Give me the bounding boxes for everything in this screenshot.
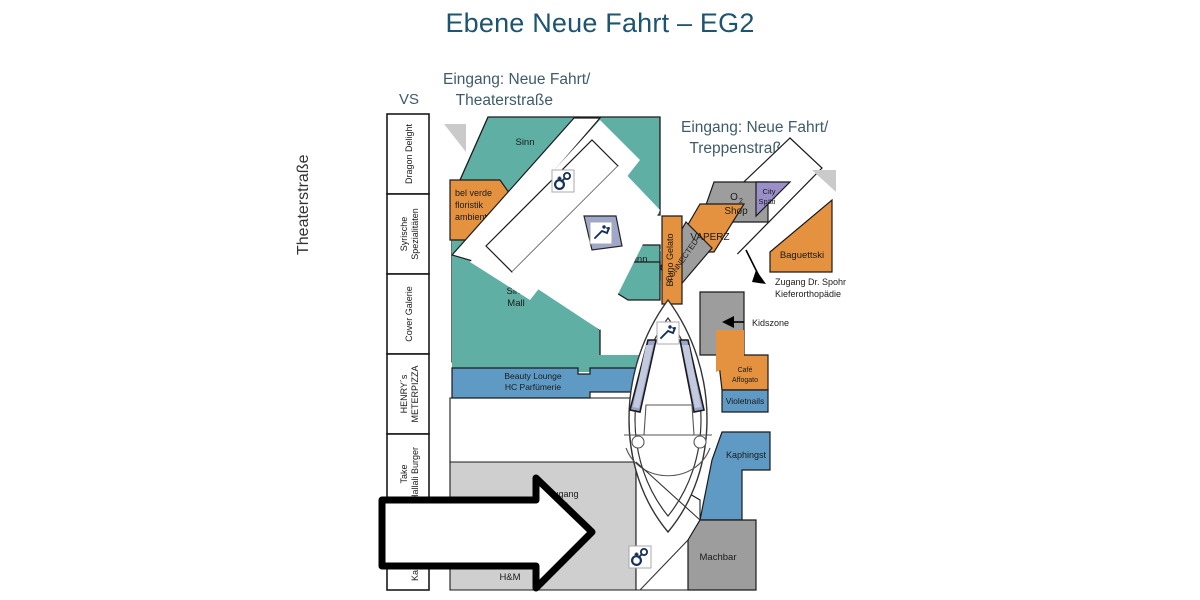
unit-label-beauty-1: Beauty Lounge	[504, 371, 561, 381]
entrance-marker-right	[812, 170, 836, 192]
atrium-column-left	[631, 435, 645, 449]
icon-escalator-upper-group[interactable]	[583, 215, 623, 251]
unit-beauty-lounge-group: Beauty Lounge HC Parfümerie	[451, 367, 637, 399]
escalator-highlight-left	[633, 345, 653, 408]
callout-kidszone: Kidszone	[722, 316, 789, 328]
sidebar-label-take-1: Take	[399, 464, 409, 483]
unit-city-spaeti[interactable]	[755, 181, 792, 218]
unit-label-hm: H&M	[499, 572, 520, 583]
atrium-platform	[643, 404, 695, 436]
lower-court-lines	[635, 461, 701, 591]
unit-machbar[interactable]	[687, 519, 757, 591]
sidebar-label-dragon-delight: Dragon Delight	[404, 123, 414, 184]
atrium-column-right	[693, 435, 707, 449]
vs-label: VS	[399, 91, 420, 108]
escalator-icon[interactable]	[660, 325, 676, 339]
entrance-label-treppenstrasse: Eingang: Neue Fahrt/ Treppenstraße	[681, 119, 829, 157]
unit-bruno-gelato[interactable]	[661, 215, 683, 305]
court-line-1	[635, 461, 701, 521]
unit-label-bel-verde-1: bel verde	[455, 188, 492, 198]
unit-label-beauty-2: HC Parfümerie	[505, 382, 561, 392]
unit-label-sinn-3: Sinn	[628, 254, 647, 265]
corridor-northwest	[450, 117, 602, 263]
sidebar-item-syrische-spezialitaeten[interactable]	[386, 193, 430, 275]
unit-label-bel-verde-2: floristik	[455, 200, 484, 210]
sidebar-item-cover-galerie[interactable]	[386, 273, 430, 355]
court-line-2	[639, 539, 689, 591]
page-title: Ebene Neue Fahrt – EG2	[445, 8, 755, 38]
unit-label-violetnails: Violetnails	[726, 396, 765, 406]
unit-kaphingst[interactable]	[699, 431, 771, 521]
right-shops: O 2 Shop City Späti VAPERZ CONNECTED Bru…	[659, 181, 833, 591]
icon-escalator-center-group[interactable]	[656, 321, 680, 345]
unit-label-cafe-2: Affogato	[732, 377, 758, 384]
unit-label-cafe-1: Café	[738, 367, 753, 374]
callout-zugang-spohr: Zugang Dr. Spohr Kieferorthopädie	[745, 249, 846, 299]
unit-label-kaphingst: Kaphingst	[726, 450, 767, 460]
unit-violetnails[interactable]	[721, 389, 769, 413]
sidebar-label-cover-galerie: Cover Galerie	[404, 286, 414, 342]
unit-label-city-1: City	[763, 187, 776, 196]
unit-label-o2: O	[730, 192, 738, 203]
callout-label-kidszone: Kidszone	[752, 318, 789, 328]
unit-label-city-2: Späti	[758, 197, 775, 206]
unit-white-band	[449, 397, 637, 463]
highlight-arrow	[378, 474, 596, 592]
unit-label-machbar: Machbar	[700, 552, 737, 563]
callout-label-spohr-1: Zugang Dr. Spohr	[775, 277, 846, 287]
unit-label-bruno-gelato: Bruno Gelato	[665, 233, 675, 286]
escalator-highlight-right	[682, 345, 701, 408]
entrance-label-theaterstrasse: Eingang: Neue Fahrt/ Theaterstraße	[443, 71, 591, 109]
sidebar-label-syrische-2: Spezialitäten	[410, 208, 420, 260]
unit-label-vaperz: VAPERZ	[690, 232, 729, 243]
sidebar-label-syrische-1: Syrische	[399, 217, 409, 252]
sidebar-item-dragon-delight[interactable]	[386, 113, 430, 195]
callout-arrow-spohr-head	[752, 270, 766, 284]
entrance-marker-left	[444, 124, 466, 152]
corridor-nw-band-lower	[512, 166, 660, 330]
unit-affogato-connector	[716, 330, 744, 372]
restroom-icon[interactable]	[553, 171, 572, 191]
escalator-icon[interactable]	[594, 225, 610, 239]
unit-label-sinn-mall-1: Sinn	[506, 286, 525, 297]
callout-arrow-kidszone-head	[722, 316, 734, 328]
icon-restroom-upper-group[interactable]	[551, 169, 575, 193]
restroom-icon[interactable]	[630, 548, 649, 566]
callout-label-spohr-2: Kieferorthopädie	[775, 289, 841, 299]
unit-label-o2-sub: 2	[739, 198, 743, 205]
unit-label-baguettski: Baguettski	[780, 250, 824, 261]
callout-label-zugang-hm-1: Zugang	[548, 489, 579, 499]
unit-label-sinn-mall-2: Mall	[507, 298, 524, 309]
sidebar-label-henrys-2: METERPIZZA	[410, 365, 420, 422]
unit-baguettski[interactable]	[769, 198, 833, 273]
unit-label-o2-shop: Shop	[724, 206, 748, 217]
escalator-icon-box-center[interactable]	[656, 321, 680, 345]
icon-restroom-lower-group[interactable]	[628, 545, 652, 569]
sidebar-label-henrys-1: HENRY´s	[399, 374, 409, 413]
unit-label-sinn-1: Sinn	[515, 137, 534, 148]
atrium-curve-bottom	[625, 447, 711, 477]
sidebar-label-take-2: Hallali Burger	[410, 447, 420, 501]
unit-label-bel-verde-3: ambiente	[455, 212, 492, 222]
sidebar-item-henrys-meterpizza[interactable]	[386, 353, 430, 435]
